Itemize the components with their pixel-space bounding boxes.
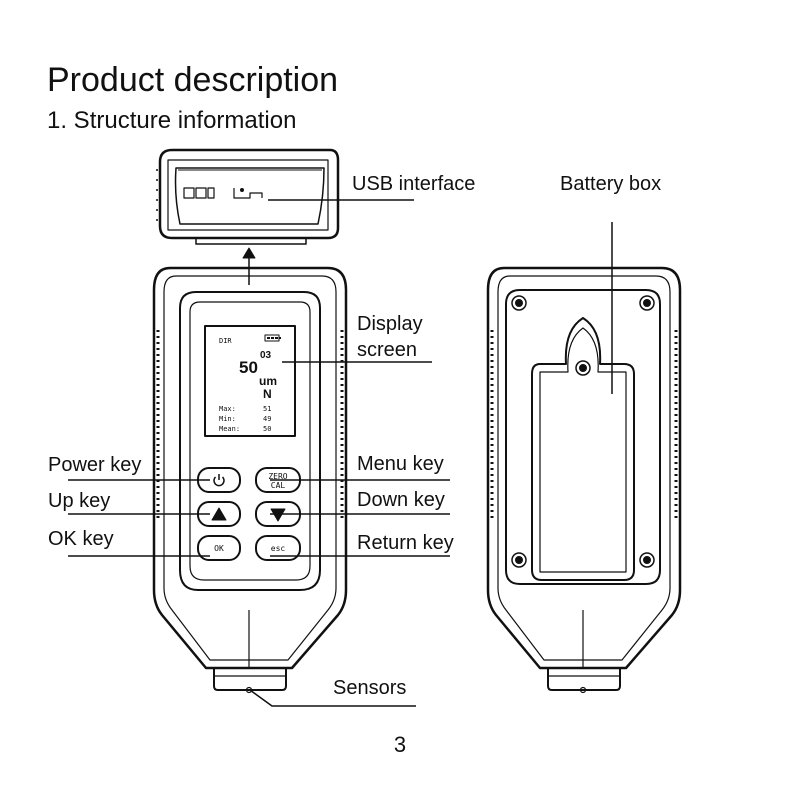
screen-max-label: Max: <box>219 405 236 413</box>
ok-button-label: OK <box>214 544 224 553</box>
screen-probe: N <box>263 387 272 401</box>
sensor-probe <box>213 667 287 691</box>
device-back-view <box>486 266 682 694</box>
battery-cover <box>531 317 635 581</box>
section-heading: 1. Structure information <box>47 107 297 134</box>
device-top-view <box>156 148 340 245</box>
usb-port-icon <box>233 188 263 199</box>
screen-mode: DIR <box>219 337 232 345</box>
power-key-label: Power key <box>48 454 142 476</box>
screw-icon <box>575 360 591 376</box>
usb-interface-label: USB interface <box>352 173 476 195</box>
down-key-label: Down key <box>357 489 445 511</box>
return-key-label: Return key <box>357 532 454 554</box>
page-title: Product description <box>47 61 339 99</box>
screen-mean-label: Mean: <box>219 425 240 433</box>
sensors-label: Sensors <box>333 677 407 699</box>
screen-min-label: Min: <box>219 415 236 423</box>
up-key-label: Up key <box>48 490 111 512</box>
ok-button <box>197 535 241 561</box>
esc-button-label: esc <box>271 544 286 553</box>
ok-key-label: OK key <box>48 528 114 550</box>
power-icon <box>213 476 225 487</box>
display-label-line1: Display <box>357 313 423 335</box>
down-arrow-icon <box>270 508 286 522</box>
screen-mean-value: 50 <box>263 425 271 433</box>
callout-lines <box>68 199 613 707</box>
sensors-callout <box>249 689 416 707</box>
screen-count: 03 <box>260 350 272 361</box>
display-label-line2: screen <box>357 339 418 361</box>
lcd-screen <box>204 325 296 437</box>
screen-value: 50 <box>239 358 258 377</box>
zero-button-label: ZERO <box>268 472 287 481</box>
page-number: 3 <box>393 732 407 757</box>
screw-icon <box>511 295 655 568</box>
battery-box-label: Battery box <box>560 173 662 195</box>
screen-max-value: 51 <box>263 405 271 413</box>
esc-button <box>255 535 301 561</box>
screen-unit: um <box>259 374 277 388</box>
screen-min-value: 49 <box>263 415 271 423</box>
menu-key-label: Menu key <box>357 453 444 475</box>
up-arrow-icon <box>211 507 227 521</box>
cal-button-label: CAL <box>271 481 286 490</box>
